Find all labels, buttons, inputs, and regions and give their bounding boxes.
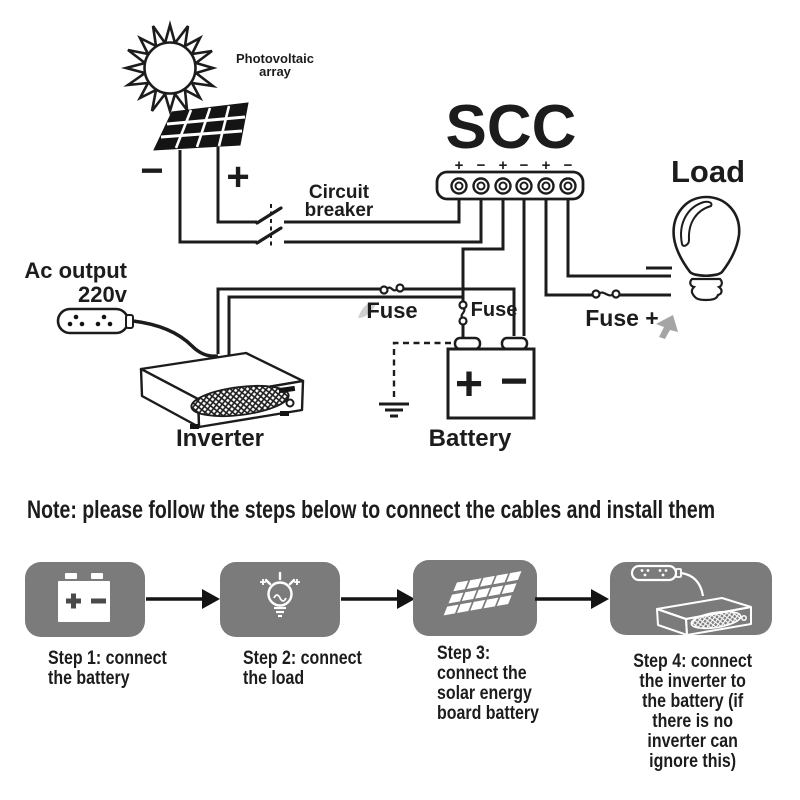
- terminal-label-6: −: [564, 157, 573, 174]
- step1-box: [25, 562, 145, 637]
- battery-label: Battery: [429, 425, 512, 452]
- ac-output-label-line1: Ac output: [24, 258, 127, 283]
- scc-terminal: [450, 177, 577, 195]
- battery-fuse-symbol: [458, 300, 468, 326]
- load-plus-wire: [544, 199, 671, 297]
- smudge-watermark: [358, 302, 376, 318]
- photovoltaic-label-line2: array: [259, 64, 292, 79]
- circuit-breaker-symbol: [255, 204, 283, 249]
- load-label: Load: [671, 154, 745, 189]
- step3-box: [413, 560, 537, 636]
- panel-plus-sign: +: [226, 155, 249, 199]
- panel-minus-sign: −: [140, 149, 163, 193]
- inverter-icon: [139, 351, 305, 429]
- light-bulb-icon: [672, 195, 741, 302]
- step1-label: Step 1: connect the battery: [48, 648, 167, 689]
- ground-symbol: [379, 341, 451, 418]
- arrow-right-icon: [341, 589, 415, 609]
- cursor-watermark-icon: [656, 315, 678, 339]
- circuit-breaker-label-line1: Circuit: [309, 182, 370, 203]
- step2-label: Step 2: connect the load: [243, 648, 362, 689]
- inverter-label: Inverter: [176, 425, 264, 452]
- pv-minus-wire: [178, 150, 483, 244]
- inverter-fuse-symbol: [379, 283, 405, 295]
- inverter-icon: [630, 564, 752, 635]
- inverter-wire-a: [216, 287, 516, 354]
- step4-label: Step 4: connect the inverter to the batt…: [633, 651, 753, 772]
- battery-plus-sign: +: [455, 358, 483, 411]
- load-minus-wire: [566, 199, 671, 278]
- step3-label: Step 3: connect the solar energy board b…: [437, 643, 539, 724]
- sun-icon: [120, 20, 218, 116]
- power-cable: [132, 319, 219, 358]
- battery-fuse-label: Fuse: [471, 299, 518, 321]
- solar-panel-icon: [153, 102, 249, 151]
- inverter-wire-b: [227, 295, 463, 356]
- load-fuse-symbol: [591, 289, 621, 299]
- bulb-icon: [260, 571, 300, 618]
- battery-icon: + −: [446, 336, 536, 420]
- step4-box: [610, 562, 772, 635]
- terminal-label-2: −: [477, 157, 486, 174]
- arrow-right-icon: [535, 589, 609, 609]
- scc-terminal-block: + − + − + −: [435, 157, 585, 201]
- solar-panel-icon: [443, 571, 522, 616]
- step2-box: [220, 562, 340, 637]
- arrow-right-icon: [146, 589, 220, 609]
- photovoltaic-label-line1: Photovoltaic: [236, 51, 314, 66]
- power-strip-icon: [56, 307, 134, 335]
- terminal-label-5: +: [542, 157, 551, 174]
- pv-plus-wire: [216, 147, 461, 224]
- circuit-breaker-label-line2: breaker: [305, 200, 374, 221]
- terminal-label-3: +: [499, 157, 508, 174]
- load-fuse-label: Fuse +: [585, 305, 659, 331]
- terminal-label-4: −: [520, 157, 529, 174]
- terminal-label-1: +: [455, 157, 464, 174]
- inverter-fuse-label: Fuse: [366, 298, 417, 323]
- ac-output-label-line2: 220v: [78, 282, 128, 307]
- battery-minus-sign: −: [500, 355, 528, 408]
- note-text: Note: please follow the steps below to c…: [27, 496, 716, 524]
- battery-icon: [58, 573, 110, 622]
- wiring-diagram: Photovoltaic array − + Circuit breaker S…: [24, 20, 745, 452]
- scc-title: SCC: [446, 93, 577, 162]
